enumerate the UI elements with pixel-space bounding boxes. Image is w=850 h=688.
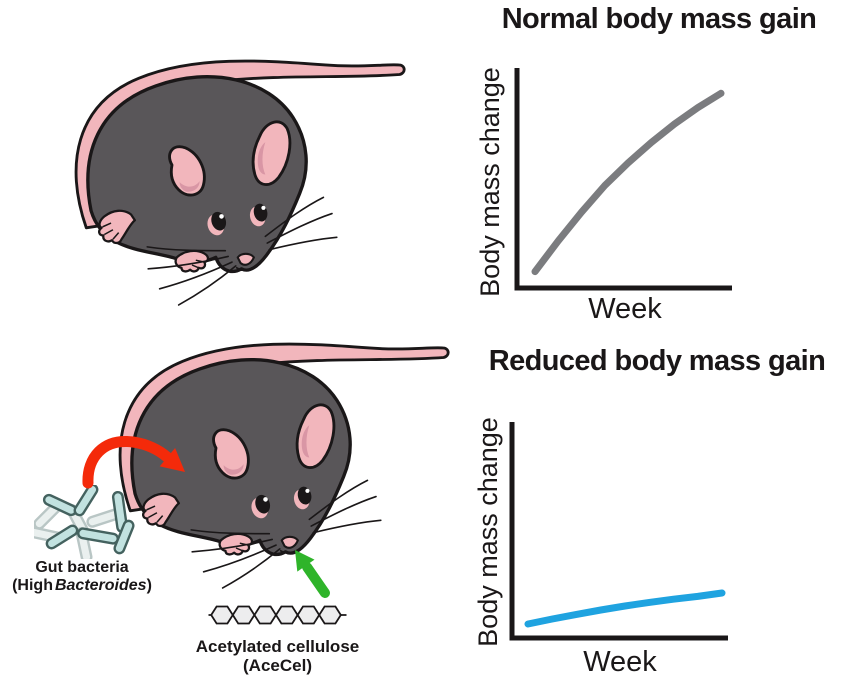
hexagon-unit [231,605,256,625]
normal-chart [514,68,732,291]
normal-chart-axes [514,68,732,291]
normal-curve [531,89,725,276]
reduced-y-axis-label: Body mass change [473,417,503,647]
red-arrow-head [159,448,185,472]
gut-bacteria-illustration [34,485,135,559]
acecel-label: Acetylated cellulose (AceCel) [175,637,380,675]
gut-bacteria-label-line1: Gut bacteria [35,559,129,576]
acecel-to-mouse-green-arrow-icon [295,550,330,598]
reduced-panel-title: Reduced body mass gain [488,345,826,377]
bacteroides-italic: Bacteroides [54,577,147,594]
mouse-normal-illustration [74,59,406,307]
bacterium-rod [73,485,99,517]
green-arrow-shaft [302,562,330,598]
normal-panel-title: Normal body mass gain [501,3,817,35]
reduced-chart-axes [509,422,728,641]
red-arrow-shaft [82,436,173,489]
bacteria-to-mouse-red-arrow-icon [82,436,185,489]
hexagon-unit [210,605,234,625]
bacterium-rod [113,519,135,555]
reduced-curve [524,589,726,628]
hexagon-unit [274,605,299,625]
green-arrow-head [295,550,315,572]
acecel-label-line1: Acetylated cellulose [195,637,360,656]
hexagon-unit [253,605,278,625]
bacteria-rods [34,485,135,559]
normal-y-axis-label: Body mass change [475,67,505,297]
normal-x-axis-label: Week [588,293,662,325]
acecel-molecule-illustration [208,605,347,625]
hexagon-unit [318,605,342,625]
acecel-label-line2: (AceCel) [243,656,312,675]
bacterium-rod [45,524,79,550]
hexagon-unit [296,605,321,625]
reduced-chart [509,422,728,641]
reduced-x-axis-label: Week [583,646,657,678]
